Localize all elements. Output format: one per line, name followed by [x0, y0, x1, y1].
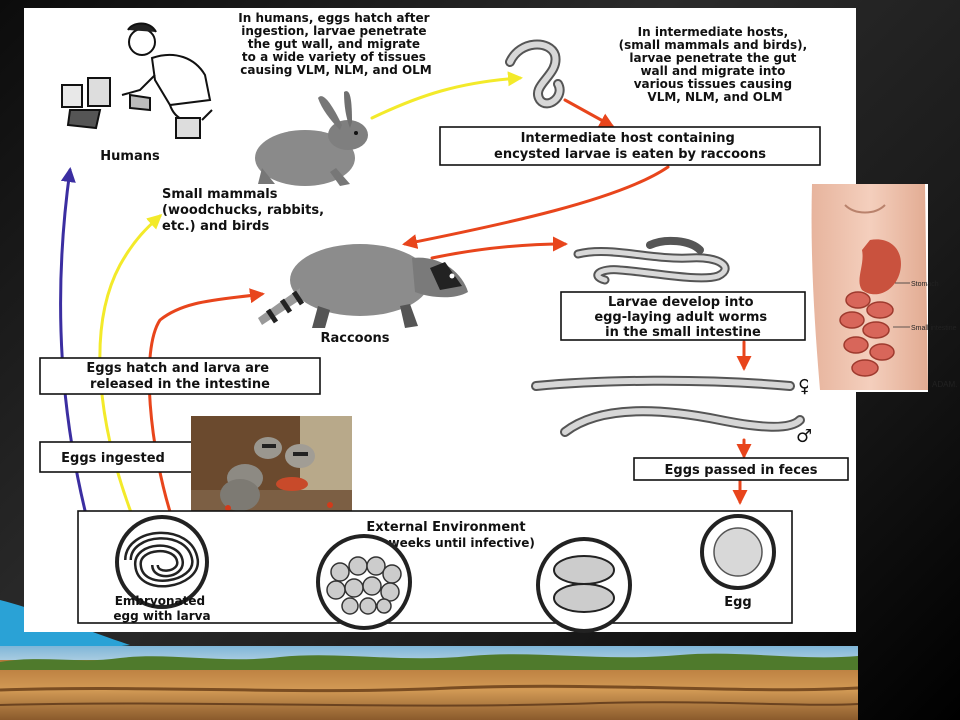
inset-brand-label: ADAM.: [932, 380, 957, 389]
eggs-ingested-box: [39, 441, 195, 473]
raccoon-photo: [191, 416, 352, 526]
inset-stomach-label: Stomach: [911, 281, 939, 288]
eggs-hatch-text: Eggs hatch and larva are released in the…: [86, 361, 273, 392]
two-cell-egg-illustration: [536, 537, 632, 633]
embryonated-label: Embryonated egg with larva: [113, 594, 210, 623]
adult-worms-illustration: [531, 375, 805, 437]
intermediate-eaten-box: [439, 126, 821, 166]
male-symbol: ♂: [796, 426, 812, 447]
eggs-hatch-box: [39, 357, 321, 395]
female-symbol: ♀: [798, 376, 811, 397]
external-environment-sub: (2-4 weeks until infective): [357, 536, 535, 550]
raccoon-illustration: [258, 244, 468, 328]
encysted-larva-illustration: [505, 39, 565, 109]
soil-strip: [0, 646, 859, 720]
external-environment-title: External Environment: [366, 520, 525, 535]
arrow-worm-to-box: [563, 98, 615, 128]
intermediate-eaten-text: Intermediate host containing encysted la…: [494, 131, 766, 162]
intermediate-note: In intermediate hosts, (small mammals an…: [619, 25, 812, 104]
larva-worm-illustration: [573, 236, 730, 285]
embryonated-egg-illustration: [115, 515, 209, 609]
larvae-develop-text: Larvae develop into egg-laying adult wor…: [594, 295, 771, 340]
inset-small-intestine-label: Small intestine: [911, 325, 957, 332]
arrow-raccoon-to-worm: [430, 236, 568, 260]
humans-label: Humans: [100, 149, 160, 164]
eggs-ingested-text: Eggs ingested: [61, 451, 165, 466]
humans-note: In humans, eggs hatch after ingestion, l…: [238, 11, 433, 77]
eggs-passed-text: Eggs passed in feces: [665, 463, 818, 478]
larvae-develop-box: [560, 291, 806, 341]
morula-egg-illustration: [316, 534, 412, 630]
human-child-illustration: [61, 22, 213, 139]
egg-illustration: [700, 514, 776, 590]
arrow-to-raccoon: [402, 165, 670, 250]
anatomy-inset: [808, 184, 928, 392]
egg-label: Egg: [724, 595, 752, 610]
rabbit-illustration: [255, 91, 368, 186]
raccoons-label: Raccoons: [320, 331, 389, 346]
arrow-rabbit-to-intermediate: [370, 71, 523, 120]
small-mammals-label: Small mammals (woodchucks, rabbits, etc.…: [162, 187, 329, 234]
eggs-passed-box: [633, 457, 849, 481]
